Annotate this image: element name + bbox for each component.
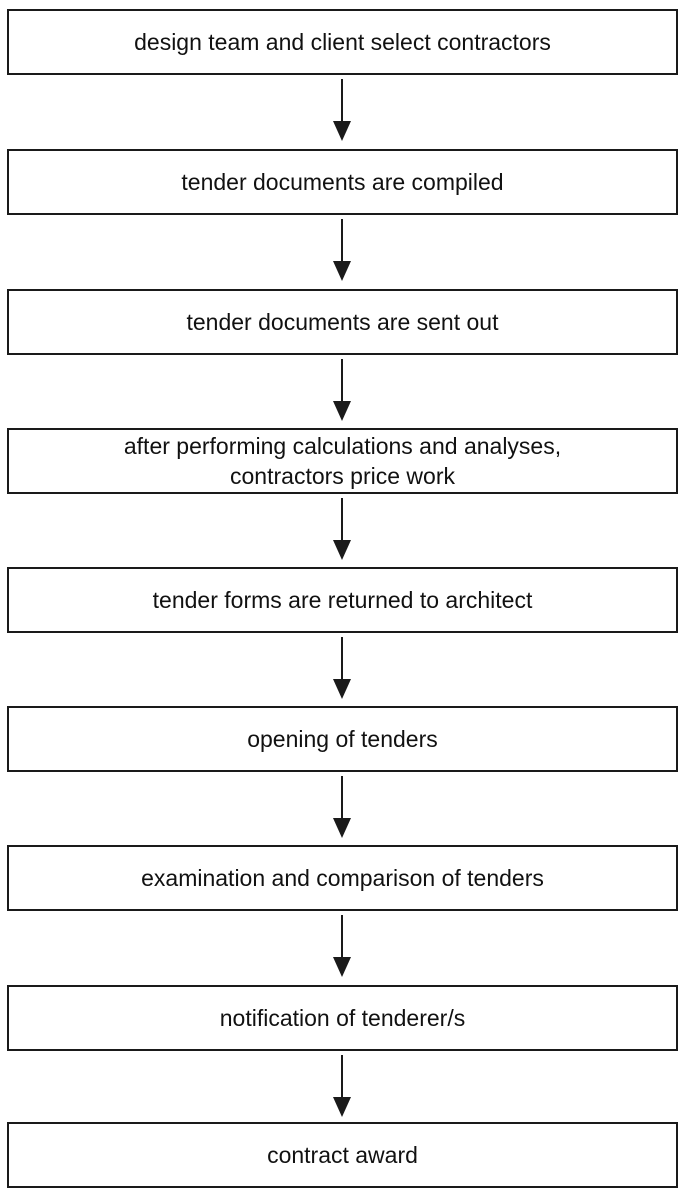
step-documents-sent: tender documents are sent out	[7, 289, 678, 355]
arrow-down-icon	[333, 219, 351, 281]
arrow-down-icon	[333, 359, 351, 421]
step-notification: notification of tenderer/s	[7, 985, 678, 1051]
arrow-down-icon	[333, 1055, 351, 1117]
flow-arrow	[332, 635, 352, 701]
step-contract-award: contract award	[7, 1122, 678, 1188]
arrow-down-icon	[333, 637, 351, 699]
arrow-down-icon	[333, 79, 351, 141]
flow-arrow	[332, 1053, 352, 1119]
flow-arrow	[332, 357, 352, 423]
flow-arrow	[332, 774, 352, 840]
step-label: notification of tenderer/s	[219, 1005, 466, 1031]
step-opening-tenders: opening of tenders	[7, 706, 678, 772]
step-label: after performing calculations and analys…	[123, 433, 562, 489]
flow-arrow	[332, 496, 352, 562]
step-label: design team and client select contractor…	[134, 29, 551, 55]
flow-arrow	[332, 77, 352, 143]
step-label: contract award	[267, 1142, 418, 1168]
flow-arrow	[332, 913, 352, 979]
arrow-down-icon	[333, 776, 351, 838]
flow-arrow	[332, 217, 352, 283]
arrow-down-icon	[333, 915, 351, 977]
step-label: examination and comparison of tenders	[141, 865, 544, 891]
step-contractors-price-work: after performing calculations and analys…	[7, 428, 678, 494]
step-label: tender forms are returned to architect	[152, 587, 533, 613]
step-examination-comparison: examination and comparison of tenders	[7, 845, 678, 911]
step-label: tender documents are sent out	[186, 309, 499, 335]
step-documents-compiled: tender documents are compiled	[7, 149, 678, 215]
step-label: opening of tenders	[247, 726, 438, 752]
step-label: tender documents are compiled	[181, 169, 504, 195]
step-select-contractors: design team and client select contractor…	[7, 9, 678, 75]
arrow-down-icon	[333, 498, 351, 560]
step-forms-returned: tender forms are returned to architect	[7, 567, 678, 633]
